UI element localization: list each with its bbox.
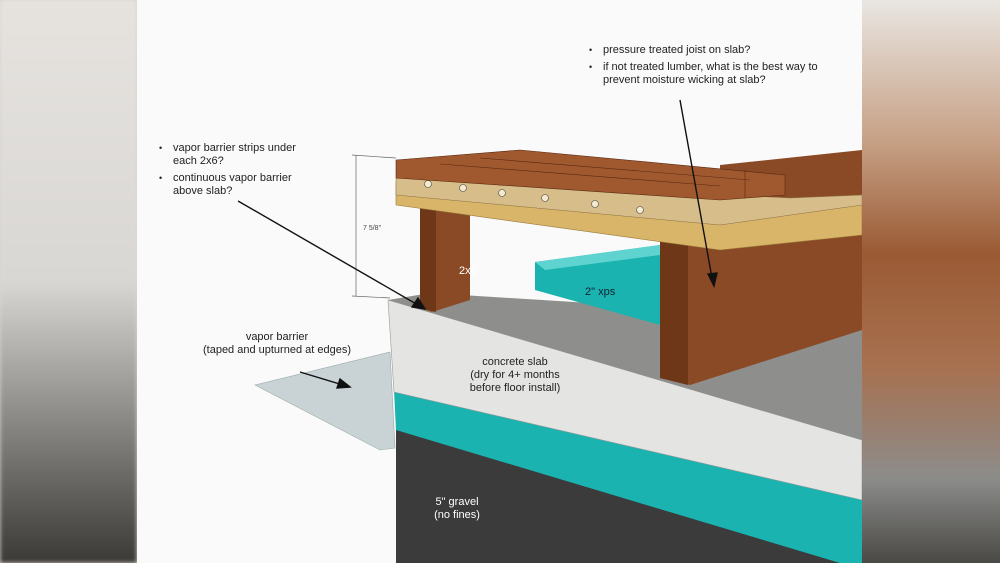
vapor-barrier-sub: (taped and upturned at edges) (202, 344, 351, 356)
slab-title: concrete slab (482, 356, 548, 368)
gravel-sub: (no fines) (434, 509, 480, 521)
floor-boards (395, 149, 786, 201)
note-left: vapor barrier strips under each 2x6? con… (157, 142, 317, 202)
note-item: continuous vapor barrier above slab? (159, 172, 317, 198)
vapor-barrier-label: vapor barrier (taped and upturned at edg… (197, 331, 357, 357)
blurred-background-left (0, 0, 137, 563)
dimension-line (351, 154, 397, 299)
slab-sub: (dry for 4+ months before floor install) (469, 369, 561, 394)
note-item: pressure treated joist on slab? (589, 44, 827, 57)
blurred-background-right (862, 0, 1000, 563)
note-item: if not treated lumber, what is the best … (589, 61, 827, 87)
vapor-barrier-sheet (254, 351, 396, 451)
slab-label: concrete slab (dry for 4+ months before … (455, 356, 575, 395)
gravel-label: 5" gravel (no fines) (417, 496, 497, 522)
gravel-title: 5" gravel (435, 496, 479, 508)
note-item: vapor barrier strips under each 2x6? (159, 142, 317, 168)
arrows (237, 99, 718, 389)
floor-assembly-drawing (237, 99, 862, 563)
fasteners (424, 180, 644, 214)
sub-slab-insulation (394, 390, 862, 563)
dimension-label: 7 5/8" (363, 225, 382, 232)
concrete-slab-front (387, 299, 862, 501)
sleeper-strip (395, 177, 862, 226)
note-top-right: pressure treated joist on slab? if not t… (587, 44, 827, 91)
xps-label: 2" xps (585, 286, 616, 298)
joist-label: 2x6 (459, 265, 477, 277)
vapor-barrier-title: vapor barrier (245, 331, 309, 343)
joist-right (660, 225, 862, 385)
diagram-canvas: pressure treated joist on slab? if not t… (137, 0, 862, 563)
